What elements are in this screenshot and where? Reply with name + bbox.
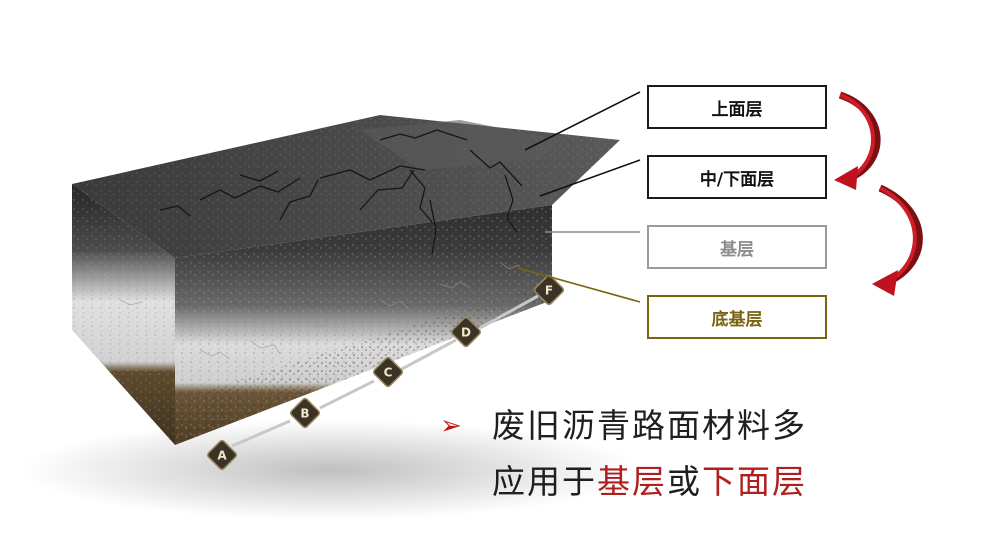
label-top-surface-text: 上面层 <box>711 99 763 120</box>
label-top-surface-layer: 上面层 <box>647 85 827 129</box>
marker-a: A <box>206 439 238 471</box>
note-highlight-base: 基层 <box>597 462 667 501</box>
label-middle-lower-layer: 中/下面层 <box>647 155 827 199</box>
marker-group: A B C D F <box>206 274 565 471</box>
callout-lines <box>517 91 641 303</box>
marker-f: F <box>533 274 565 306</box>
marker-label: F <box>545 284 553 298</box>
arrow-bullet-icon: ➢ <box>440 411 464 441</box>
marker-b: B <box>289 397 321 429</box>
marker-c: C <box>372 356 404 388</box>
label-subbase-layer: 底基层 <box>647 295 827 339</box>
recycling-note: ➢ 废旧沥青路面材料多 应用于基层或下面层 <box>440 398 980 510</box>
label-base-layer: 基层 <box>647 225 827 269</box>
note-connector: 或 <box>667 462 702 501</box>
marker-label: D <box>461 326 471 340</box>
note-highlight-lower-surface: 下面层 <box>702 462 807 501</box>
note-line-1: 废旧沥青路面材料多 <box>492 406 807 445</box>
flow-arrow-1 <box>834 91 881 190</box>
marker-d: D <box>450 316 482 348</box>
marker-label: A <box>217 449 227 463</box>
note-line-2-prefix: 应用于 <box>492 462 597 501</box>
progress-path <box>231 294 539 448</box>
subbase-layer-band <box>175 282 552 445</box>
marker-label: C <box>384 366 393 380</box>
note-line-2: 应用于基层或下面层 <box>440 454 980 510</box>
surface-cracks <box>159 129 523 256</box>
base-layer-cracks <box>89 261 520 360</box>
label-base-text: 基层 <box>720 239 754 260</box>
flow-arrow-2 <box>872 184 923 296</box>
label-subbase-text: 底基层 <box>711 309 763 330</box>
label-middle-lower-text: 中/下面层 <box>699 169 775 190</box>
marker-label: B <box>300 407 309 421</box>
